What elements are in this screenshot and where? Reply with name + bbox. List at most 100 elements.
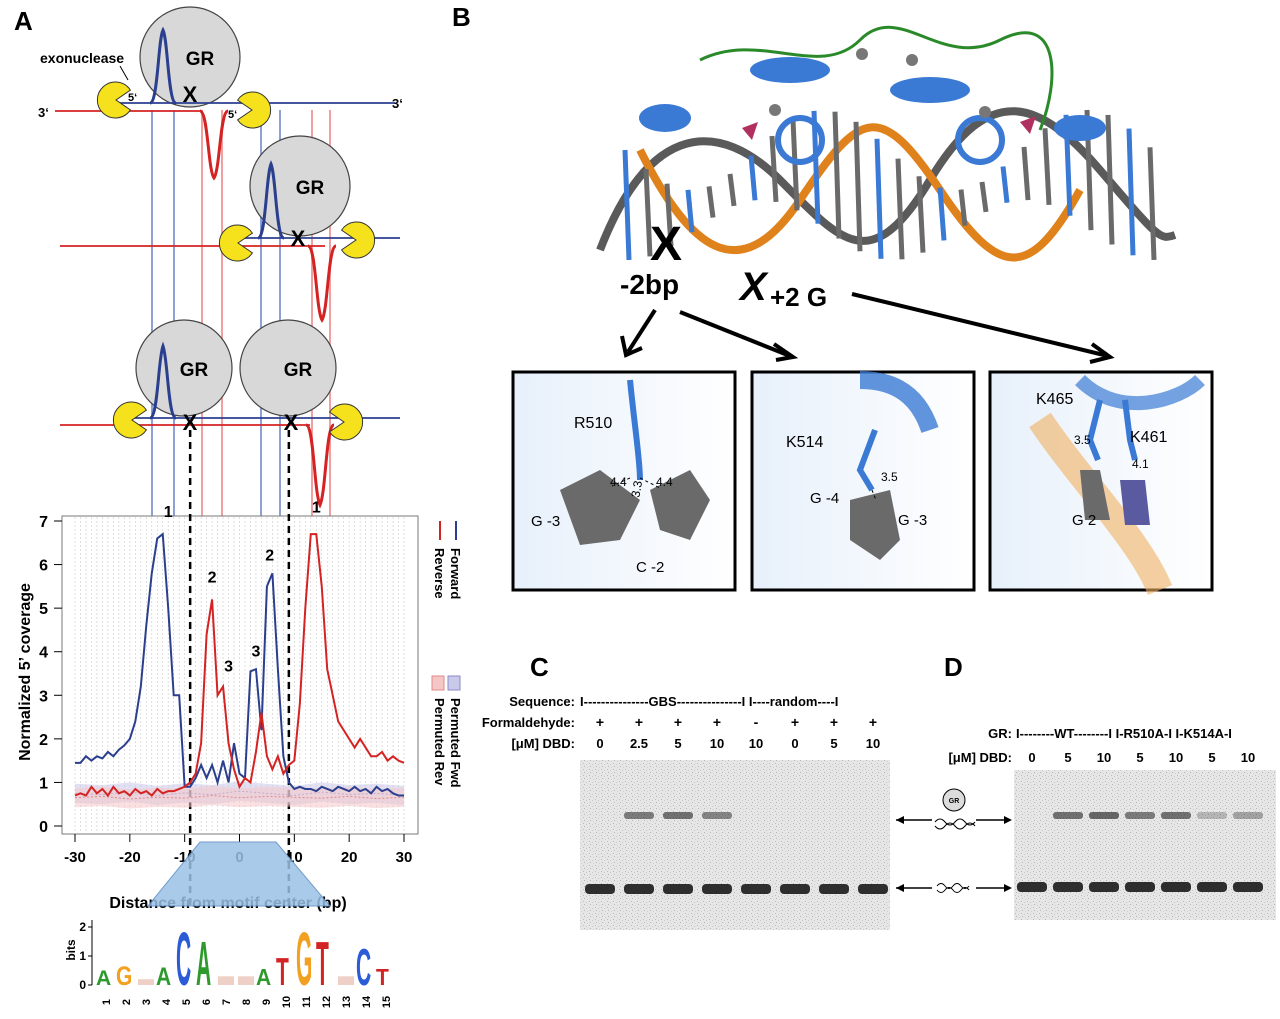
beta-sheet-right (1020, 116, 1036, 134)
logo-position: 6 (201, 999, 213, 1005)
base-stick (1120, 480, 1150, 525)
gr-label: GR (284, 360, 313, 381)
logo-letter: G (116, 962, 132, 992)
forward-peak (256, 160, 286, 240)
free-dna-band (780, 884, 810, 894)
inset-frame (750, 370, 976, 592)
end-label: 5‘ (228, 109, 237, 121)
lane-dbd: 0 (596, 736, 603, 751)
exonuclease-left (218, 224, 254, 262)
free-dna-band (819, 884, 849, 894)
panel-d: D GR: I--------WT--------I I-R510A-I I-K… (944, 652, 1276, 920)
peak-label: 1 (164, 504, 173, 521)
dna-strand-grey (596, 107, 1177, 252)
arrowhead (896, 816, 904, 824)
arrow-inset-2 (679, 310, 791, 358)
dna-icon-free (936, 887, 970, 893)
lane-dbd: 5 (830, 736, 837, 751)
panel-b: B X -2bp X +2 G (452, 2, 1214, 596)
base-pair (1000, 166, 1010, 203)
logo-position: 7 (221, 999, 233, 1005)
distance-label: 3.3 (628, 479, 645, 498)
free-dna-band (1161, 882, 1191, 892)
base-pair (727, 173, 737, 207)
base-label: C -2 (636, 559, 664, 576)
exonuclease-left (96, 81, 132, 119)
lane-formaldehyde: + (674, 714, 682, 730)
reverse-peak (198, 109, 230, 181)
lane-dbd: 0 (791, 736, 798, 751)
residue-label: K465 (1036, 391, 1073, 408)
complex-band (663, 812, 693, 819)
logo-letter: T (316, 929, 329, 999)
base-pair (916, 176, 926, 253)
base-pair (1147, 147, 1157, 261)
y-tick-label: 1 (39, 775, 48, 792)
y-tick-label: 7 (39, 514, 48, 531)
logo-position: 3 (141, 999, 153, 1005)
logo-y-tick-label: 0 (79, 978, 86, 992)
gr-protein (249, 135, 351, 237)
protein-helix-fragment (859, 371, 939, 434)
base-label: G -3 (531, 513, 560, 530)
lane-dbd: 10 (1169, 750, 1183, 765)
free-dna-band (1125, 882, 1155, 892)
end-label: 3‘ (392, 96, 403, 111)
legend-forward-label: Forward (448, 548, 463, 599)
base-pair (748, 155, 758, 201)
x-tick-label: 20 (341, 849, 358, 866)
logo-letter-stack (238, 976, 254, 985)
logo-y-tick-label: 1 (79, 949, 86, 963)
logo-letter: G (296, 917, 312, 1001)
peak-label: 2 (265, 548, 274, 565)
y-tick-label: 4 (39, 645, 48, 662)
lane-formaldehyde: + (596, 714, 604, 730)
complex-band (1233, 812, 1263, 819)
lane-formaldehyde: + (713, 714, 721, 730)
base-label: G -4 (810, 490, 839, 507)
zinc-ion (856, 48, 868, 60)
panel-d-label: D (944, 652, 963, 682)
logo-position: 10 (281, 996, 293, 1008)
free-dna-band (585, 884, 615, 894)
logo-position: 14 (361, 995, 373, 1008)
exonuclease-label: exonuclease (40, 50, 124, 66)
row-formaldehyde-label: Formaldehyde: (482, 715, 575, 730)
complex-band (1053, 812, 1083, 819)
peak-label: 3 (224, 659, 233, 676)
base-pair (622, 149, 632, 261)
residue-sidechain (856, 428, 878, 492)
forward-peak (148, 341, 178, 420)
protein-loop (699, 25, 1054, 131)
legend-perm-fwd-label: Permuted Fwd (448, 698, 463, 788)
y-tick-label: 6 (39, 558, 48, 575)
exonuclease-right (328, 403, 364, 441)
series-line-permuted (74, 794, 405, 800)
logo-letter-stack (218, 976, 234, 985)
logo-y-ticks: 012 (79, 920, 92, 992)
base-pair (811, 110, 821, 224)
base-pair (1021, 146, 1031, 201)
row-sequence-label: Sequence: (509, 694, 575, 709)
gel-c (580, 760, 890, 930)
logo-letter: T (276, 950, 289, 993)
bound-mark: X (291, 226, 306, 251)
complex-band (1089, 812, 1119, 819)
peak-label: 2 (208, 569, 217, 586)
base-pair (1105, 114, 1115, 245)
series-line-reverse (74, 533, 405, 798)
bound-mark: X (183, 82, 198, 107)
end-label: 5‘ (128, 92, 137, 104)
row-sequence-value: I---------------GBS---------------I I---… (580, 694, 838, 709)
base-pair (979, 181, 989, 213)
zinc-ion (979, 106, 991, 118)
band-indicators: GR (896, 788, 1012, 893)
lane-dbd: 10 (710, 736, 724, 751)
chart-y-axis-label: Normalized 5’ coverage (17, 583, 34, 761)
lane-formaldehyde: + (791, 714, 799, 730)
